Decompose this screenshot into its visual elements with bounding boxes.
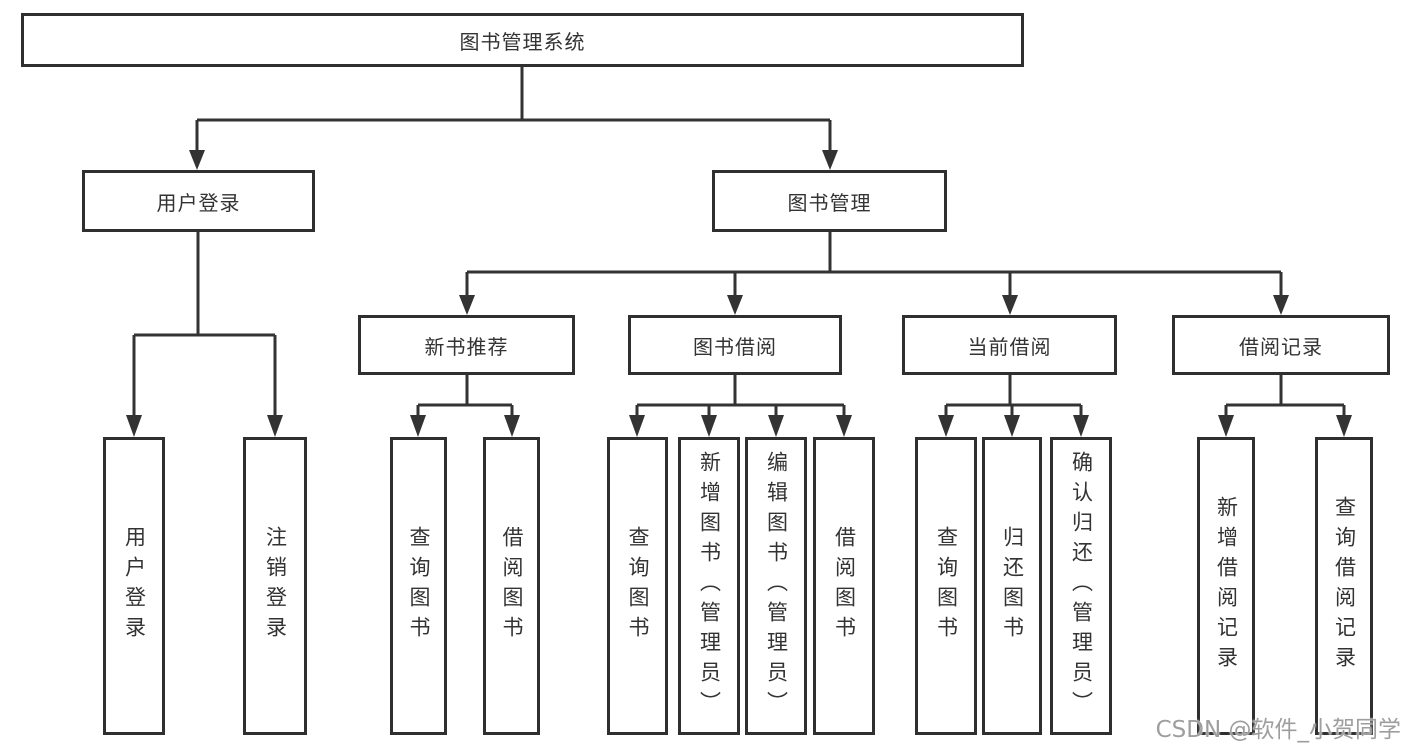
- node-leaf-logout: 注销登录: [243, 437, 307, 735]
- node-leaf-confirm-return-admin: 确认归还（管理员）: [1050, 437, 1112, 735]
- node-library-management-system: 图书管理系统: [21, 13, 1024, 67]
- node-leaf-query-borrow-record: 查询借阅记录: [1315, 437, 1373, 735]
- node-new-book-recommendation: 新书推荐: [358, 315, 575, 375]
- node-leaf-query-borrow-record-label: 查询借阅记录: [1332, 496, 1357, 676]
- node-user-login: 用户登录: [82, 170, 315, 232]
- node-leaf-edit-books-admin: 编辑图书（管理员）: [745, 437, 807, 735]
- node-leaf-query-books-borrowing: 查询图书: [607, 437, 668, 735]
- node-leaf-query-books-newbook: 查询图书: [390, 437, 447, 735]
- node-leaf-return-books-label: 归还图书: [1000, 526, 1025, 646]
- node-leaf-logout-label: 注销登录: [263, 526, 288, 646]
- node-leaf-add-borrow-record: 新增借阅记录: [1197, 437, 1255, 735]
- node-leaf-add-borrow-record-label: 新增借阅记录: [1214, 496, 1239, 676]
- node-current-borrowing: 当前借阅: [902, 315, 1117, 375]
- node-leaf-add-books-admin-label: 新增图书（管理员）: [697, 451, 722, 721]
- node-book-management-label: 图书管理: [787, 190, 872, 215]
- node-leaf-edit-books-admin-label: 编辑图书（管理员）: [764, 451, 789, 721]
- csdn-watermark: CSDN @软件_小贺同学: [1155, 717, 1401, 743]
- node-book-management: 图书管理: [712, 170, 947, 232]
- node-leaf-query-books-current: 查询图书: [915, 437, 977, 735]
- node-leaf-user-login: 用户登录: [103, 437, 165, 735]
- node-leaf-add-books-admin: 新增图书（管理员）: [678, 437, 740, 735]
- node-borrowing-records-label: 借阅记录: [1239, 334, 1323, 359]
- node-book-borrowing-label: 图书借阅: [693, 334, 777, 359]
- node-book-borrowing: 图书借阅: [628, 315, 842, 375]
- node-leaf-return-books: 归还图书: [982, 437, 1042, 735]
- node-borrowing-records: 借阅记录: [1172, 315, 1390, 375]
- node-leaf-borrow-books-borrowing: 借阅图书: [813, 437, 875, 735]
- node-leaf-confirm-return-admin-label: 确认归还（管理员）: [1069, 451, 1094, 721]
- node-leaf-borrow-books-borrowing-label: 借阅图书: [832, 526, 857, 646]
- node-leaf-query-books-borrowing-label: 查询图书: [626, 526, 650, 646]
- node-user-login-label: 用户登录: [156, 190, 241, 215]
- node-leaf-query-books-newbook-label: 查询图书: [407, 526, 431, 646]
- node-new-book-recommendation-label: 新书推荐: [424, 334, 509, 359]
- node-leaf-borrow-books-newbook: 借阅图书: [483, 437, 540, 735]
- node-leaf-user-login-label: 用户登录: [122, 526, 147, 646]
- node-current-borrowing-label: 当前借阅: [967, 334, 1052, 359]
- node-library-management-system-label: 图书管理系统: [459, 29, 586, 54]
- node-leaf-borrow-books-newbook-label: 借阅图书: [500, 526, 524, 646]
- node-leaf-query-books-current-label: 查询图书: [934, 526, 959, 646]
